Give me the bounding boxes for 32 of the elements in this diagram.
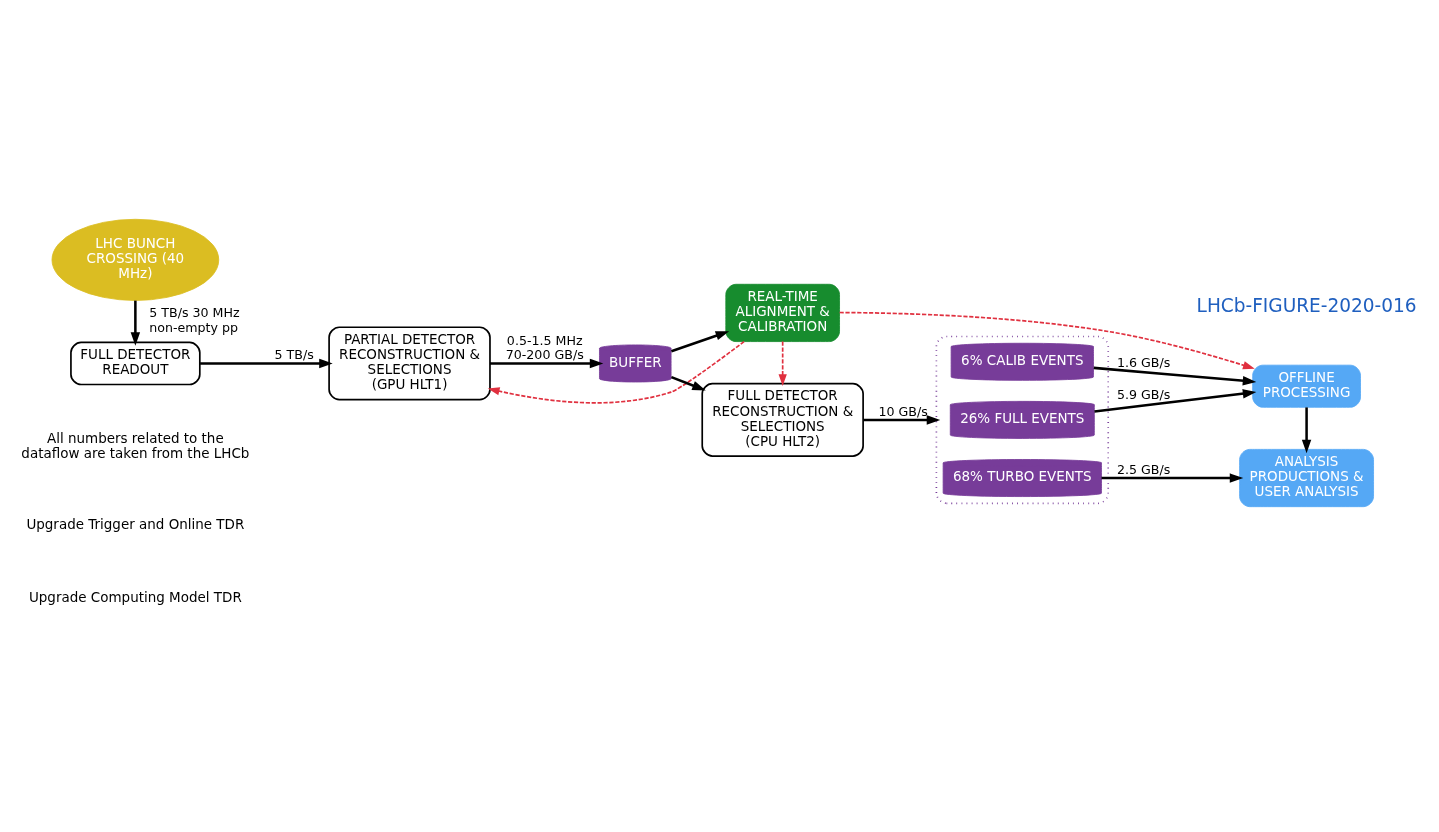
node-box: FULL DETECTOR READOUT [70,341,201,385]
arrow [1101,472,1244,483]
arrow [778,340,787,386]
label: Upgrade Trigger and Online TDR [26,515,245,532]
label: All numbers related to the dataflow are taken from the LHCb [21,429,250,461]
arrow [838,311,1255,369]
label: Upgrade Computing Model TDR [28,588,242,605]
arrow [130,300,141,346]
node-box: FULL DETECTOR RECONSTRUCTION & SELECTIONS (CPU HLT2) [701,382,864,457]
node-box: ANALYSIS PRODUCTIONS & USER ANALYSIS [1239,448,1374,507]
edge-label: 5 TB/s 30 MHz non-empty pp [149,304,240,335]
edge-label: 0.5-1.5 MHz 70-200 GB/s [505,332,584,362]
arrow [670,330,730,352]
label: LHCb-FIGURE-2020-016 [1196,294,1417,316]
cluster [935,335,1110,504]
arrow [670,375,706,390]
edge-label: 1.6 GB/s [1116,354,1171,370]
node-ellipse: LHC BUNCH CROSSING (40 MHz) [51,218,220,301]
edge-label: 5.9 GB/s [1116,386,1171,402]
arrow [1094,388,1257,413]
arrow [200,358,333,368]
node-box: PARTIAL DETECTOR RECONSTRUCTION & SELECTIONS (GPU HLT1) [328,325,491,401]
arrow [1093,366,1257,385]
node-box: REAL-TIME ALIGNMENT & CALIBRATION [725,283,840,342]
arrow [487,340,745,404]
edge-label: 2.5 GB/s [1116,461,1171,477]
arrow [490,358,604,368]
edge-label: 5 TB/s [274,346,314,362]
node-box: OFFLINE PROCESSING [1252,364,1361,408]
edge-label: 10 GB/s [878,403,928,419]
arrow [1301,406,1312,453]
arrow [863,414,941,425]
